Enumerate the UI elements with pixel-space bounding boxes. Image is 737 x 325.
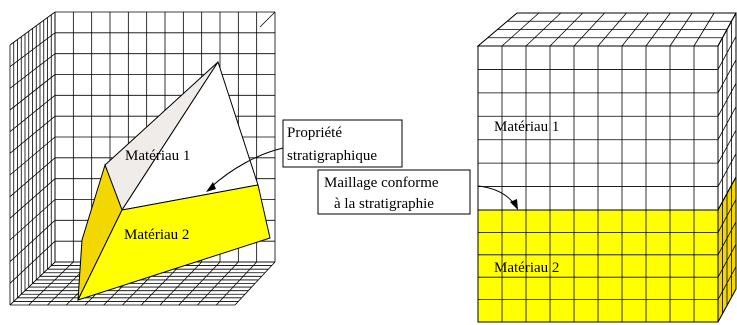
arrow-head [206, 182, 216, 192]
arrow-head [510, 199, 518, 210]
stratigraphic-surface [77, 60, 271, 301]
label-material-1: Matériau 1 [494, 119, 559, 135]
mesh-line [717, 83, 737, 117]
left-figure: Matériau 1 Matériau 2 Propriété stratigr… [9, 11, 403, 306]
material-2-face [77, 184, 271, 301]
grid-line [197, 261, 239, 306]
mesh-line [717, 36, 737, 70]
mesh-line [717, 59, 737, 94]
mesh-line [717, 199, 737, 233]
mesh-line [717, 266, 737, 300]
mesh-line [717, 288, 737, 323]
label-material-2: Matériau 2 [124, 227, 189, 243]
callout-maillage-conforme: Maillage conforme à la stratigraphie [317, 169, 518, 215]
mesh-line [717, 176, 737, 211]
mesh-line [717, 12, 737, 47]
mesh-line [717, 244, 737, 278]
grid-line [234, 261, 276, 306]
callout-text-line-2: stratigraphique [287, 148, 377, 164]
label-material-2: Matériau 2 [494, 260, 559, 276]
callout-text-line-2: à la stratigraphie [334, 196, 434, 212]
grid-line [259, 11, 276, 28]
label-material-1: Matériau 1 [125, 148, 190, 164]
grid-line [9, 240, 56, 284]
callout-text-line-1: Propriété [287, 125, 342, 141]
callout-propriete-stratigraphique: Propriété stratigraphique [206, 119, 403, 192]
conforming-mesh-cube [476, 12, 737, 323]
mesh-line [717, 153, 737, 187]
grid-line [9, 220, 56, 262]
mesh-line [717, 221, 737, 255]
callout-text-line-1: Maillage conforme [324, 175, 439, 191]
mesh-line [717, 106, 737, 140]
right-figure: Matériau 1 Matériau 2 Maillage conforme … [317, 12, 737, 323]
mesh-line [717, 129, 737, 164]
grid-line [215, 261, 257, 306]
